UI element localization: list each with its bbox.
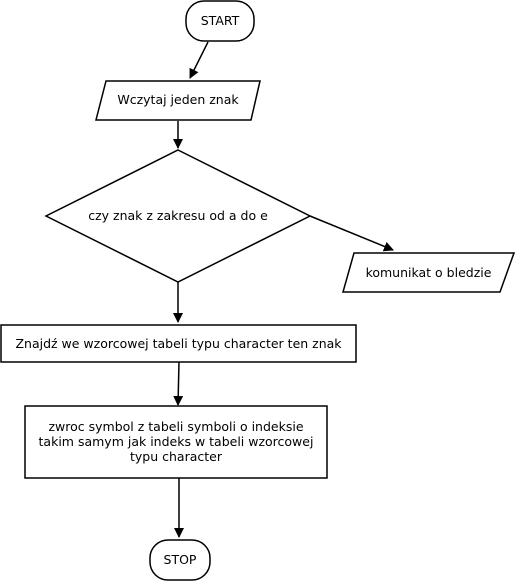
find-label: Znajdź we wzorcowej tabeli typu characte… — [15, 336, 342, 351]
read-char-input — [95, 80, 261, 121]
arrow-decision-to-error — [309, 215, 394, 252]
decision-label: czy znak z zakresu od a do e — [88, 208, 268, 223]
arrow-start-to-read — [189, 41, 209, 79]
find-process — [0, 324, 357, 363]
start-terminator — [185, 0, 255, 42]
stop-label: STOP — [163, 552, 197, 567]
return-label: zwroc symbol z tabeli symboli o indeksie… — [38, 419, 314, 464]
error-label: komunikat o bledzie — [365, 265, 492, 280]
start-label: START — [200, 13, 240, 28]
read-char-label: Wczytaj jeden znak — [117, 92, 239, 107]
stop-terminator — [149, 539, 211, 581]
error-output — [342, 252, 516, 293]
return-process — [24, 405, 328, 479]
arrow-find-to-return — [173, 361, 184, 406]
